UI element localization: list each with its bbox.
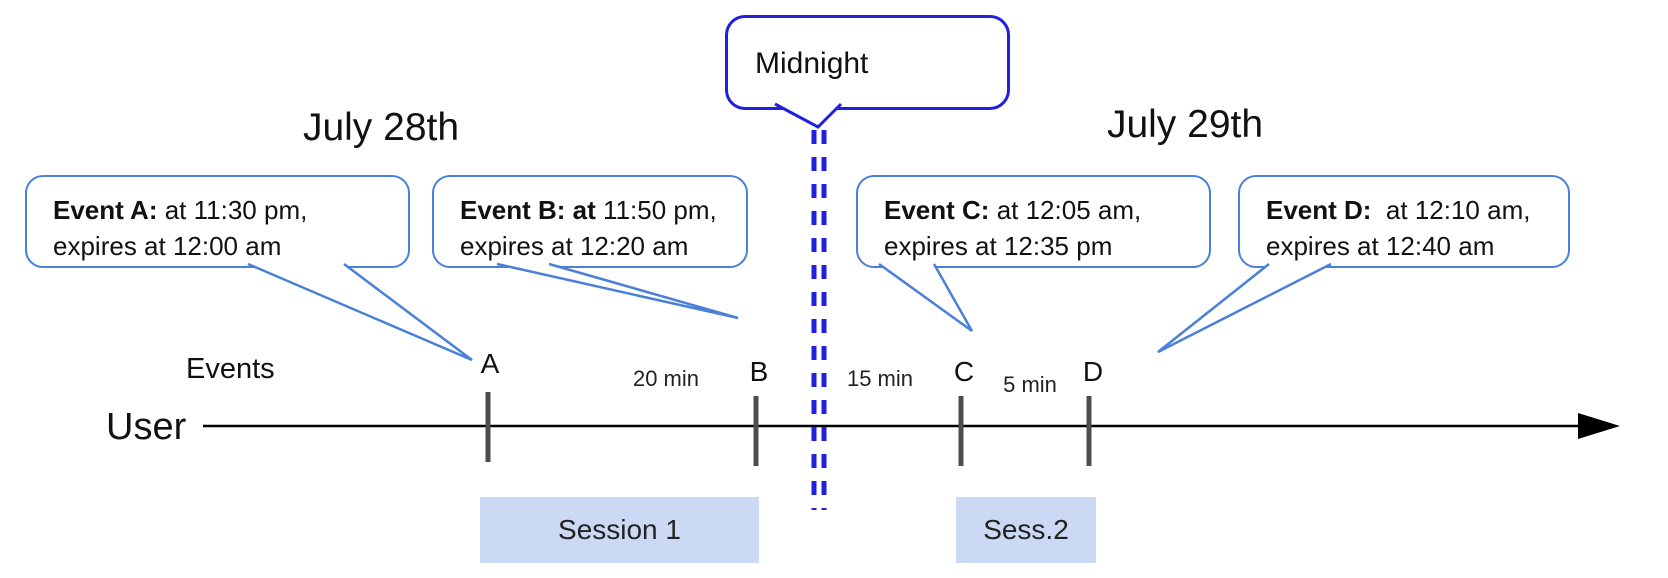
event-callout-b: Event B: at 11:50 pm,expires at 12:20 am: [432, 175, 748, 268]
midnight-callout: Midnight: [725, 15, 1010, 110]
event-callout-a: Event A: at 11:30 pm,expires at 12:00 am: [25, 175, 410, 268]
callout-tail-c: [878, 262, 974, 333]
date-title-july-28: July 28th: [302, 106, 460, 149]
tick-label-a: A: [480, 348, 500, 379]
callout-tail-a: [247, 262, 473, 362]
interval-label-5min: 5 min: [1003, 372, 1057, 397]
tick-label-c: C: [953, 356, 975, 387]
event-callout-c: Event C: at 12:05 am,expires at 12:35 pm: [856, 175, 1211, 268]
event-callout-d-text: Event D: at 12:10 am,expires at 12:40 am: [1266, 195, 1531, 261]
event-callout-c-text: Event C: at 12:05 am,expires at 12:35 pm: [884, 195, 1142, 261]
session-box-2: Sess.2: [956, 497, 1096, 563]
session-label-2: Sess.2: [983, 514, 1069, 545]
callout-tail-d: [1157, 262, 1332, 354]
date-title-july-29: July 29th: [1106, 103, 1264, 146]
tick-label-b: B: [749, 356, 769, 387]
timeline-arrowhead: [1578, 413, 1620, 439]
session-box-1: Session 1: [480, 497, 759, 563]
user-axis-label: User: [106, 406, 187, 448]
event-callout-b-text: Event B: at 11:50 pm,expires at 12:20 am: [460, 195, 717, 261]
event-callout-d: Event D: at 12:10 am,expires at 12:40 am: [1238, 175, 1570, 268]
tick-label-d: D: [1082, 356, 1104, 387]
session-label-1: Session 1: [558, 514, 681, 545]
interval-label-15min: 15 min: [846, 366, 914, 391]
events-axis-label: Events: [186, 353, 275, 385]
event-callout-a-text: Event A: at 11:30 pm,expires at 12:00 am: [53, 195, 308, 261]
callout-tail-b: [496, 262, 739, 320]
interval-label-20min: 20 min: [632, 366, 700, 391]
midnight-label: Midnight: [755, 46, 869, 80]
